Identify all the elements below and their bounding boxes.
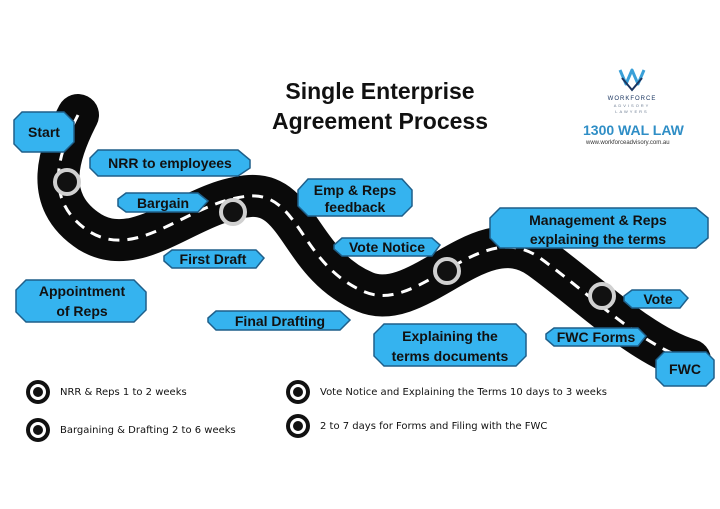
label-mgmt-line2: explaining the terms bbox=[530, 231, 666, 247]
milestone-ring-icon bbox=[26, 418, 50, 442]
milestone-2-icon bbox=[219, 198, 247, 226]
website-url: www.workforceadvisory.com.au bbox=[586, 140, 670, 146]
page-title: Single Enterprise Agreement Process bbox=[250, 76, 510, 136]
label-fwc-forms: FWC Forms bbox=[545, 327, 648, 347]
label-explaining: Explaining the terms documents bbox=[373, 323, 527, 367]
label-bargain: Bargain bbox=[117, 192, 210, 213]
label-start-text: Start bbox=[28, 124, 60, 140]
label-fwc-text: FWC bbox=[669, 361, 701, 377]
legend-item-3: Vote Notice and Explaining the Terms 10 … bbox=[286, 380, 607, 404]
brand-sub-1: ADVISORY bbox=[613, 103, 651, 108]
label-vote-text: Vote bbox=[643, 291, 673, 307]
label-fwc: FWC bbox=[655, 351, 715, 387]
legend-item-1: NRR & Reps 1 to 2 weeks bbox=[26, 380, 187, 404]
label-nrr-text: NRR to employees bbox=[108, 155, 232, 171]
label-explaining-line2: terms documents bbox=[392, 348, 509, 364]
label-mgmt-line1: Management & Reps bbox=[529, 212, 667, 228]
label-emp-reps-line1: Emp & Reps bbox=[314, 182, 397, 198]
legend-text-2: Bargaining & Drafting 2 to 6 weeks bbox=[60, 424, 236, 436]
legend-text-3: Vote Notice and Explaining the Terms 10 … bbox=[320, 386, 607, 398]
workforce-logo-icon bbox=[618, 68, 646, 92]
label-bargain-text: Bargain bbox=[137, 195, 189, 211]
label-vote: Vote bbox=[623, 289, 690, 309]
legend-text-1: NRR & Reps 1 to 2 weeks bbox=[60, 386, 187, 398]
label-appointment: Appointment of Reps bbox=[15, 279, 147, 323]
label-emp-reps: Emp & Reps feedback bbox=[297, 178, 413, 217]
milestone-ring-icon bbox=[286, 414, 310, 438]
label-final-drafting-text: Final Drafting bbox=[235, 313, 325, 329]
label-first-draft-text: First Draft bbox=[180, 251, 247, 267]
milestone-ring-icon bbox=[286, 380, 310, 404]
brand-sub-2: LAWYERS bbox=[615, 109, 649, 114]
title-line-2: Agreement Process bbox=[271, 108, 489, 134]
milestone-1-icon bbox=[53, 168, 81, 196]
brand-title: WORKFORCE bbox=[607, 96, 657, 102]
label-fwc-forms-text: FWC Forms bbox=[557, 329, 636, 345]
label-mgmt: Management & Reps explaining the terms bbox=[489, 207, 709, 249]
label-emp-reps-line2: feedback bbox=[325, 199, 386, 215]
label-start: Start bbox=[13, 111, 75, 153]
label-vote-notice: Vote Notice bbox=[333, 237, 442, 257]
road-centerline bbox=[56, 114, 691, 362]
title-line-1: Single Enterprise bbox=[285, 78, 475, 104]
legend-item-2: Bargaining & Drafting 2 to 6 weeks bbox=[26, 418, 236, 442]
brand-name: WORKFORCE ADVISORY LAWYERS bbox=[582, 96, 682, 114]
milestone-ring-icon bbox=[26, 380, 50, 404]
label-explaining-line1: Explaining the bbox=[402, 328, 498, 344]
label-nrr: NRR to employees bbox=[89, 149, 251, 177]
milestone-3-icon bbox=[433, 257, 461, 285]
label-first-draft: First Draft bbox=[163, 249, 266, 269]
legend-text-4: 2 to 7 days for Forms and Filing with th… bbox=[320, 420, 548, 432]
milestone-4-icon bbox=[588, 282, 616, 310]
label-vote-notice-text: Vote Notice bbox=[349, 239, 425, 255]
phone-number: 1300 WAL LAW bbox=[583, 122, 684, 138]
label-final-drafting: Final Drafting bbox=[207, 310, 352, 331]
label-appointment-line1: Appointment bbox=[39, 283, 126, 299]
label-appointment-line2: of Reps bbox=[56, 303, 108, 319]
legend-item-4: 2 to 7 days for Forms and Filing with th… bbox=[286, 414, 547, 438]
